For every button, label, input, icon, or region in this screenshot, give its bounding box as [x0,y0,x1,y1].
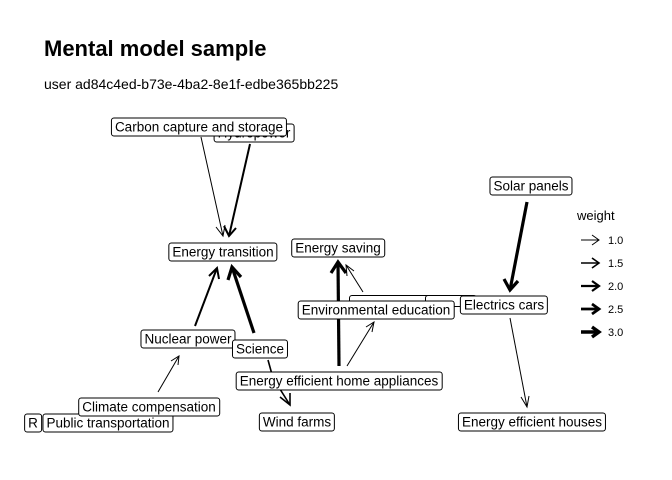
node-environmental-education[interactable]: Environmental education [297,300,455,320]
diagram-title: Mental model sample [44,36,267,61]
legend-label-3-0: 3.0 [608,327,624,339]
legend-arrow-3-0 [581,325,602,339]
legend-arrow-1-0 [581,234,600,246]
edge-nuclear-power-to-energy-transition [194,265,220,327]
edge-solar-panels-to-electric-cars [502,201,529,293]
node-nuclear-power[interactable]: Nuclear power [140,329,236,349]
edge-climate-compensation-to-nuclear-power [157,355,180,393]
edge-carbon-capture-to-energy-transition [200,136,226,238]
weight-legend: weight 1.0 1.5 2.0 [575,206,655,346]
edge-environmental-education-to-energy-saving [345,263,364,293]
legend-label-1-0: 1.0 [608,235,624,247]
node-science[interactable]: Science [231,339,289,359]
legend-label-2-0: 2.0 [608,281,624,293]
node-energy-efficient-home-appliances[interactable]: Energy efficient home appliances [235,371,443,391]
legend-label-1-5: 1.5 [608,258,624,270]
node-electric-cars[interactable]: Electrics cars [459,295,549,315]
node-solar-panels[interactable]: Solar panels [489,176,573,196]
legend-arrow-2-5 [581,302,602,316]
legend-arrows [581,234,602,339]
edge-science-to-energy-transition [226,263,256,334]
node-wind-farms[interactable]: Wind farms [258,412,336,432]
node-r[interactable]: R [24,413,42,433]
legend-arrow-2-0 [581,280,601,292]
node-energy-saving[interactable]: Energy saving [291,238,385,258]
node-public-transportation[interactable]: Public transportation [42,413,174,433]
node-climate-compensation[interactable]: Climate compensation [78,397,220,417]
legend-arrow-1-5 [581,257,601,269]
diagram-subtitle: user ad84c4ed-b73e-4ba2-8e1f-edbe365bb22… [44,76,339,92]
legend-title: weight [577,208,615,223]
node-carbon-capture[interactable]: Carbon capture and storage [110,117,288,137]
legend-label-2-5: 2.5 [608,304,624,316]
node-energy-transition[interactable]: Energy transition [168,242,278,262]
edge-electric-cars-to-energy-efficient-houses [509,317,530,409]
edge-appliances-to-environmental-education [346,320,375,367]
node-energy-efficient-houses[interactable]: Energy efficient houses [457,412,607,432]
edge-hydropower-to-energy-transition [223,143,251,238]
